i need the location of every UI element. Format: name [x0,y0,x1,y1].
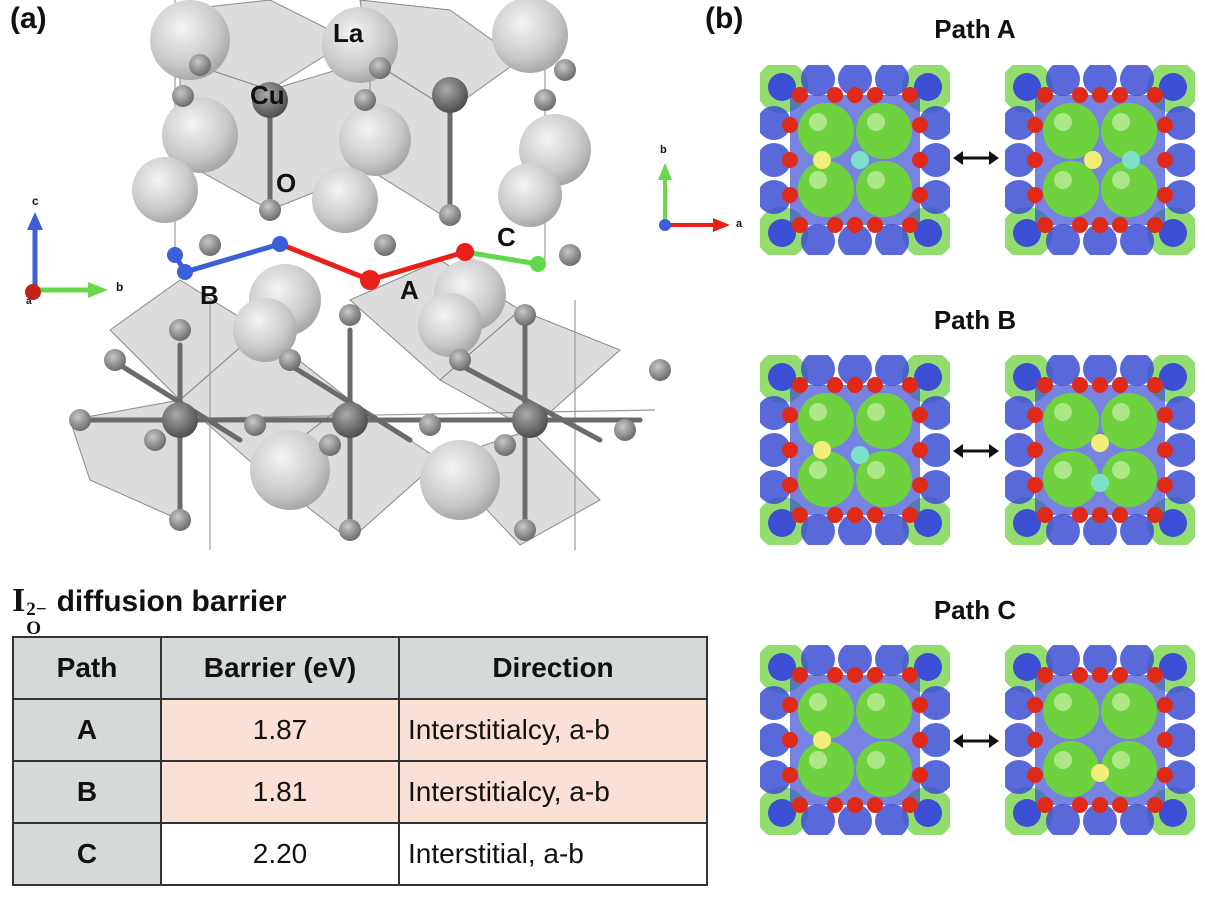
panel-a-label: (a) [10,2,47,35]
table-title-text: diffusion barrier [56,585,287,618]
path-marker-c: C [497,222,516,252]
cu-atoms [162,77,548,438]
path-c-title: Path C [933,595,1017,625]
path-c-after-image [1005,645,1195,835]
path-c-before-image [760,645,950,835]
panel-b-label: (b) [705,2,744,35]
table-row: A 1.87 Interstitialcy, a-b [12,698,708,762]
path-b-before-image [760,355,950,545]
o-atoms [69,54,671,541]
row-direction: Interstitialcy, a-b [398,698,708,762]
defect-symbol: I [12,582,26,619]
axis-b-label: b [116,280,124,294]
axis-a-label: a [26,296,32,307]
double-arrow-icon [953,151,999,165]
label-o: O [276,168,297,198]
axis-a-label-panel-b: a [736,218,743,230]
header-direction: Direction [398,636,708,700]
header-barrier: Barrier (eV) [160,636,400,700]
axes-triad-b [658,163,730,232]
row-path: A [12,698,162,762]
crystal-structure-figure [25,0,730,550]
row-barrier: 1.81 [160,760,400,824]
row-direction: Interstitialcy, a-b [398,760,708,824]
path-marker-b: B [200,280,219,310]
table-row: B 1.81 Interstitialcy, a-b [12,760,708,824]
row-path: B [12,760,162,824]
label-cu: Cu [250,80,285,110]
table-title: I 2− O diffusion barrier [12,582,287,638]
table-row: C 2.20 Interstitial, a-b [12,822,708,886]
path-a-after-image [1005,65,1195,255]
double-arrow-icon [953,734,999,748]
defect-site: O [26,618,42,639]
row-barrier: 1.87 [160,698,400,762]
path-a-before-image [760,65,950,255]
la-atoms [132,0,591,520]
table-header-row: Path Barrier (eV) Direction [12,636,708,700]
axes-triad-a [25,212,108,300]
row-direction: Interstitial, a-b [398,822,708,886]
path-b-title: Path B [933,305,1017,335]
label-la: La [333,18,364,48]
path-c-line [462,249,541,267]
path-a-title: Path A [934,14,1016,44]
path-marker-a: A [400,275,419,305]
axis-c-label: c [32,194,39,208]
path-nodes [167,236,546,290]
row-path: C [12,822,162,886]
barrier-table: Path Barrier (eV) Direction A 1.87 Inter… [12,636,708,886]
double-arrow-icon [953,444,999,458]
axis-b-label-panel-b: b [660,144,667,156]
row-barrier: 2.20 [160,822,400,886]
header-path: Path [12,636,162,700]
defect-charge: 2− [26,599,47,620]
path-b-after-image [1005,355,1195,545]
